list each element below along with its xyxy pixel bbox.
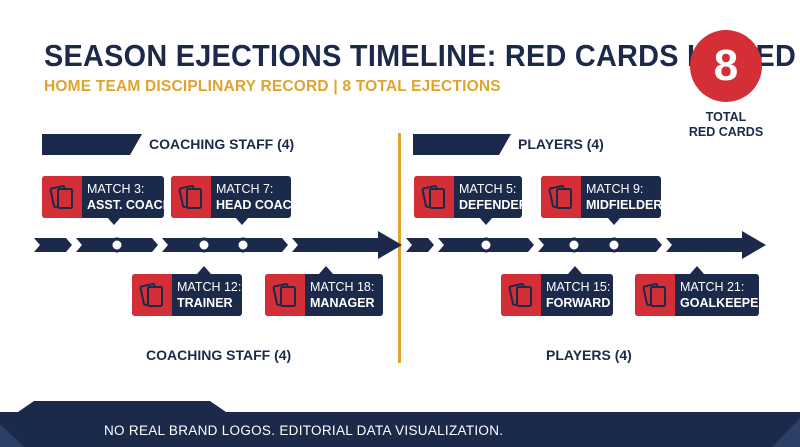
event-match: MATCH 15: (546, 280, 611, 294)
pointer (690, 266, 704, 274)
page-title: SEASON EJECTIONS TIMELINE: RED CARDS ISS… (44, 38, 797, 73)
event-role: GOALKEEPER (680, 296, 768, 310)
red-card-icon (508, 283, 532, 307)
red-card-icon (178, 185, 202, 209)
pointer (568, 266, 582, 274)
event-card-match-5: MATCH 5: DEFENDER (414, 176, 528, 218)
event-card-match-9: MATCH 9: MIDFIELDER (541, 176, 663, 218)
footer-disclaimer: NO REAL BRAND LOGOS. EDITORIAL DATA VISU… (104, 423, 504, 438)
event-card-match-18: MATCH 18: MANAGER (265, 274, 383, 316)
total-label-line2: RED CARDS (688, 125, 764, 139)
red-card-icon (642, 283, 666, 307)
section-divider (398, 133, 401, 363)
pointer (197, 266, 211, 274)
red-card-icon (272, 283, 296, 307)
coaching-timeline-arrow (34, 231, 402, 259)
pointer (235, 217, 249, 225)
event-role: FORWARD (546, 296, 611, 310)
red-card-icon (49, 185, 73, 209)
event-role: ASST. COACH (87, 198, 172, 212)
event-role: MIDFIELDER (586, 198, 663, 212)
players-timeline-arrow (406, 231, 766, 259)
event-match: MATCH 5: (459, 182, 517, 196)
event-match: MATCH 21: (680, 280, 745, 294)
event-role: TRAINER (177, 296, 233, 310)
red-card-icon (139, 283, 163, 307)
total-count-label: TOTAL RED CARDS (660, 110, 792, 140)
timeline-track (34, 231, 766, 259)
red-card-icon (421, 185, 445, 209)
event-match: MATCH 12: (177, 280, 242, 294)
players-section-footer: PLAYERS (4) (546, 347, 632, 363)
total-label-line1: TOTAL (705, 110, 747, 124)
event-card-match-12: MATCH 12: TRAINER (132, 274, 242, 316)
pointer (607, 217, 621, 225)
pointer (479, 217, 493, 225)
event-match: MATCH 3: (87, 182, 145, 196)
total-count-badge: 8 (690, 30, 762, 102)
coaching-section-footer: COACHING STAFF (4) (146, 347, 292, 363)
event-role: HEAD COACH (216, 198, 301, 212)
event-match: MATCH 7: (216, 182, 274, 196)
red-card-icon (548, 185, 572, 209)
pointer (319, 266, 333, 274)
footer-band (0, 401, 800, 447)
players-banner-bar (413, 134, 511, 155)
event-match: MATCH 18: (310, 280, 375, 294)
coaching-banner-bar (42, 134, 142, 155)
event-match: MATCH 9: (586, 182, 644, 196)
event-card-match-21: MATCH 21: GOALKEEPER (635, 274, 768, 316)
event-role: MANAGER (310, 296, 375, 310)
timeline-markers (109, 237, 622, 253)
players-section-header: PLAYERS (4) (518, 136, 604, 152)
coaching-section-header: COACHING STAFF (4) (149, 136, 295, 152)
event-card-match-3: MATCH 3: ASST. COACH (42, 176, 172, 218)
pointer (107, 217, 121, 225)
page-subtitle: HOME TEAM DISCIPLINARY RECORD | 8 TOTAL … (44, 78, 501, 95)
event-card-match-15: MATCH 15: FORWARD (501, 274, 613, 316)
event-role: DEFENDER (459, 198, 528, 212)
event-card-match-7: MATCH 7: HEAD COACH (171, 176, 301, 218)
